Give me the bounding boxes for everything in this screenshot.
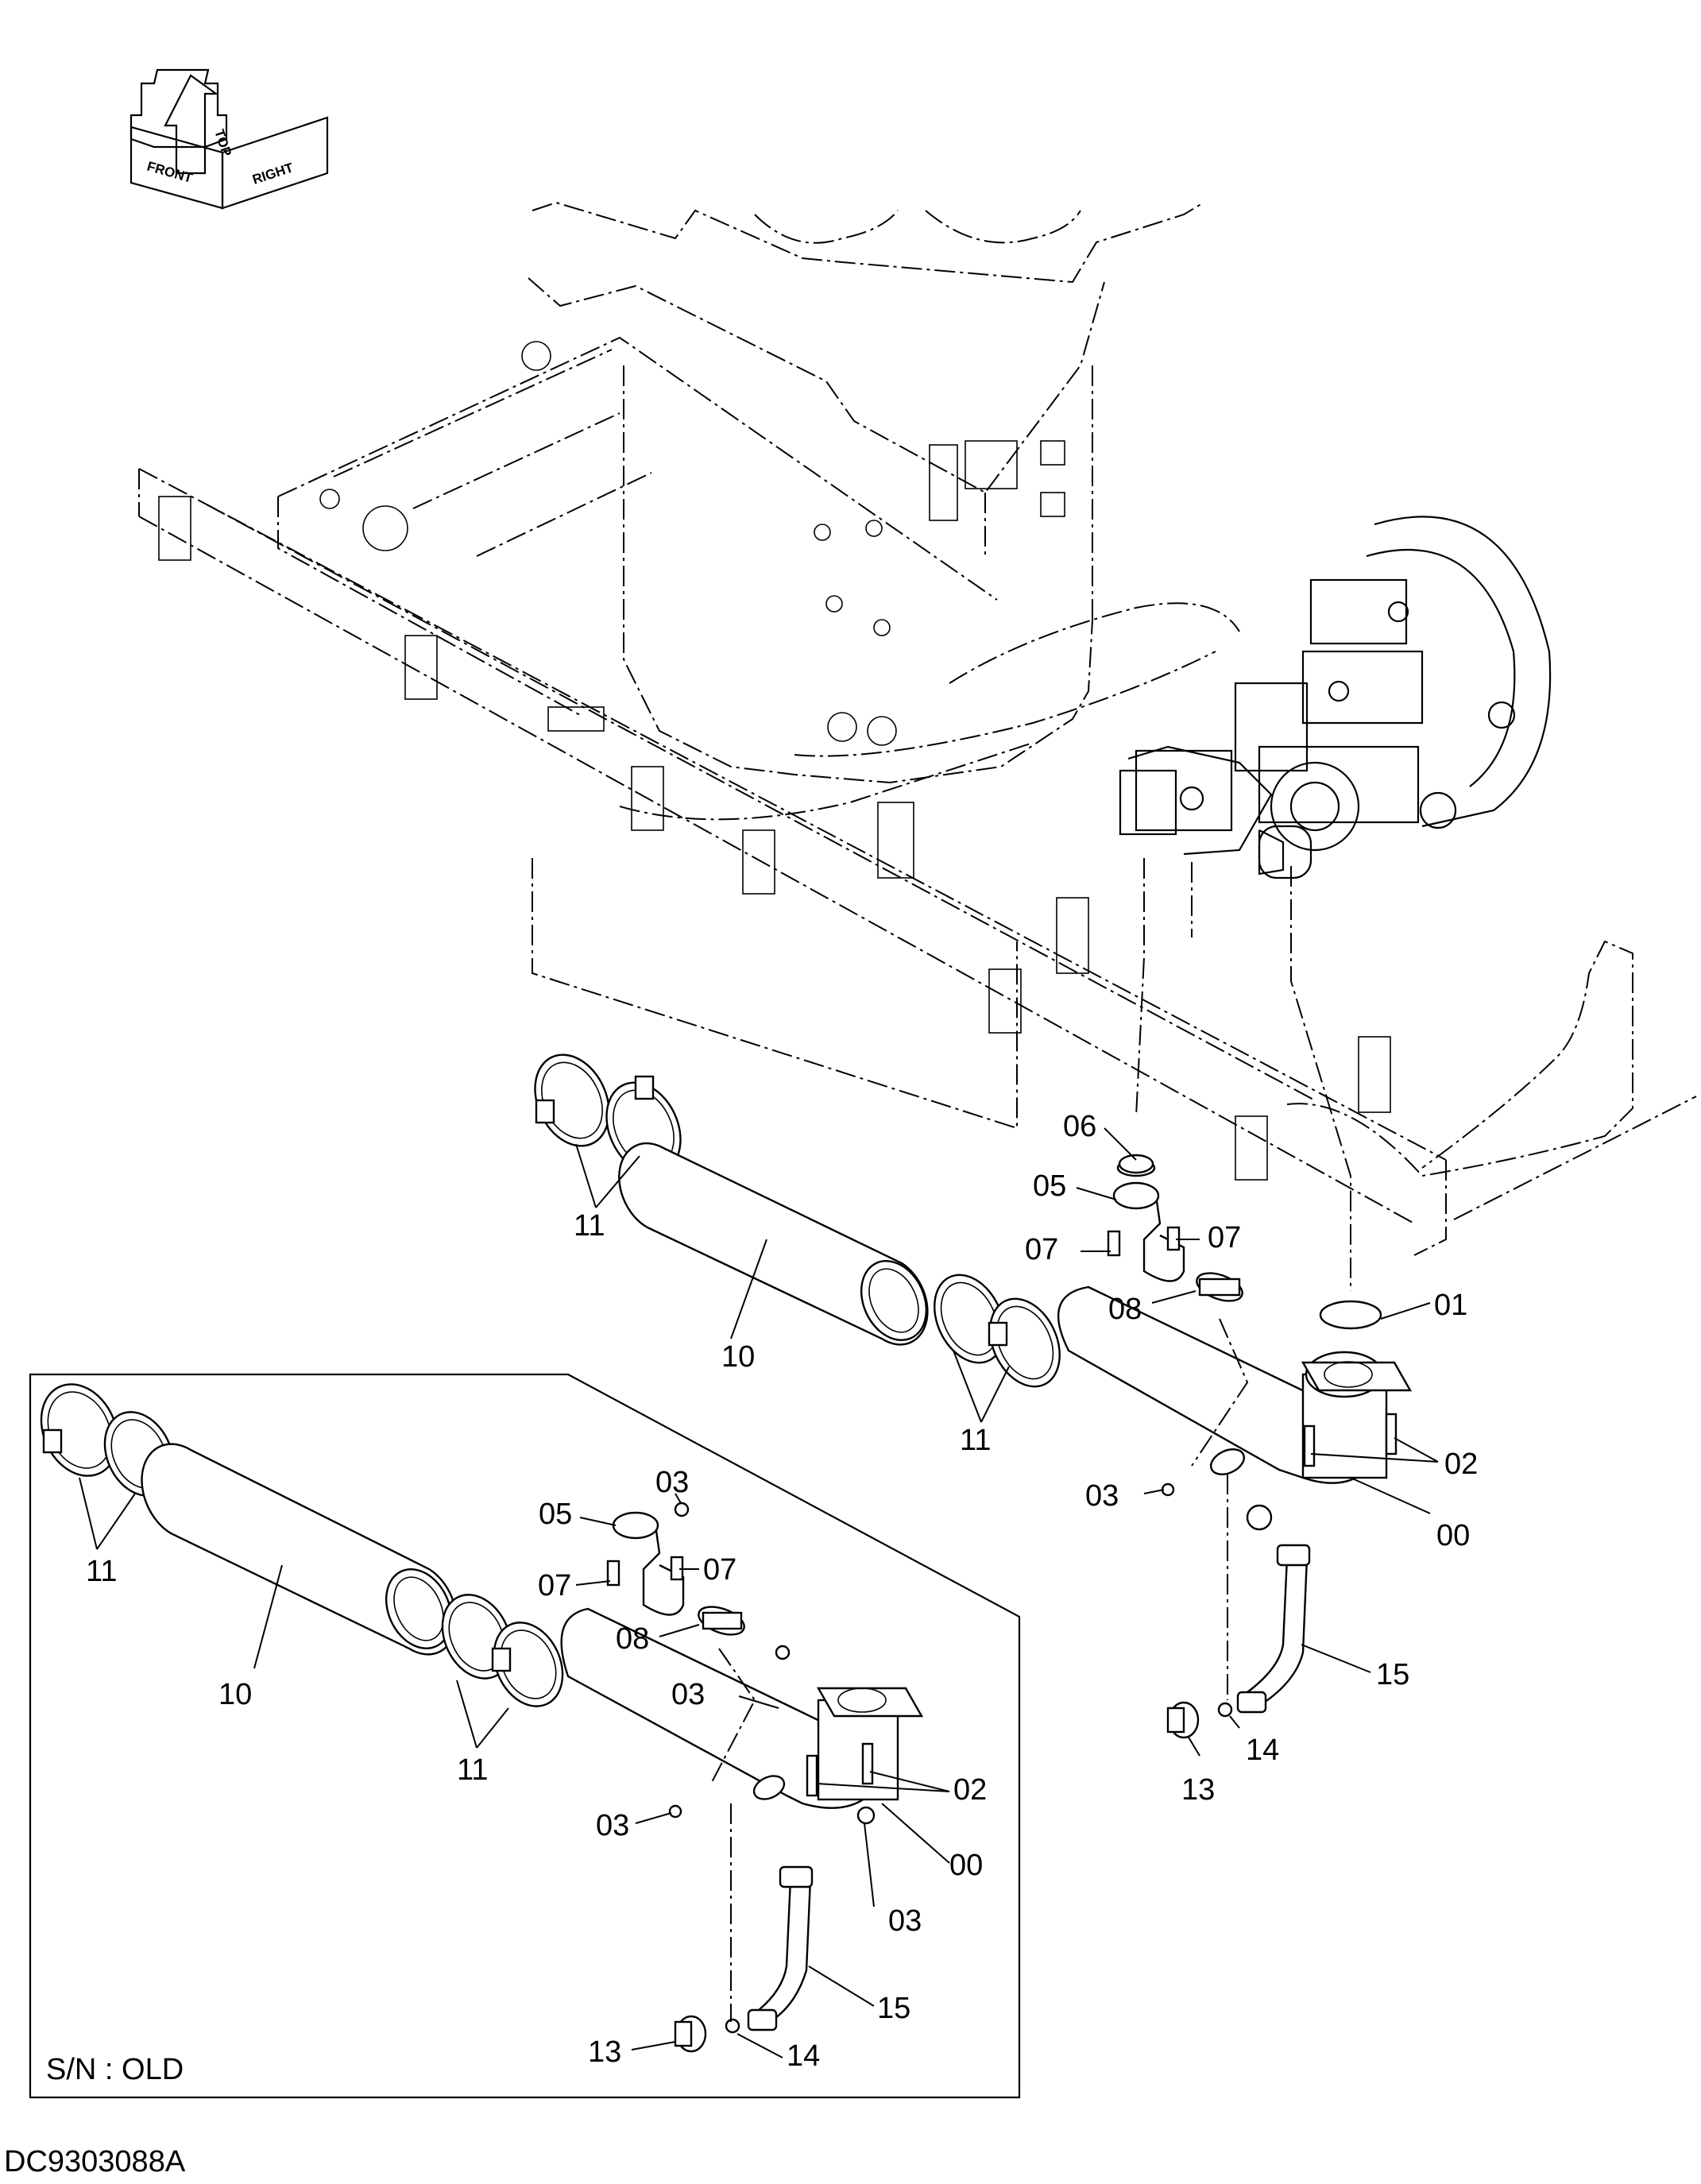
inset-callout-03-top: 03 bbox=[655, 1466, 689, 1499]
inset-callout-07-right: 07 bbox=[703, 1553, 736, 1587]
inset-callout-15: 15 bbox=[877, 1992, 910, 2025]
inset-callout-11-lower: 11 bbox=[457, 1753, 488, 1787]
callout-03: 03 bbox=[1085, 1479, 1119, 1513]
main-callouts: 06 05 07 07 08 01 11 10 11 02 03 00 15 1… bbox=[574, 1110, 1478, 1807]
inset-callout-00: 00 bbox=[949, 1849, 983, 1882]
callout-10: 10 bbox=[721, 1340, 755, 1374]
machine-frame bbox=[138, 201, 1697, 1291]
inset-callout-10: 10 bbox=[218, 1678, 252, 1711]
inset-callout-03-bottom: 03 bbox=[888, 1904, 922, 1938]
inset-border bbox=[29, 1373, 1021, 2099]
callout-15: 15 bbox=[1376, 1658, 1409, 1691]
callout-11-lower: 11 bbox=[960, 1424, 991, 1457]
orientation-front-label: FRONT bbox=[145, 159, 195, 187]
inset-callout-13: 13 bbox=[588, 2035, 621, 2069]
callout-05: 05 bbox=[1033, 1169, 1066, 1203]
inset-callout-03-mid: 03 bbox=[671, 1678, 705, 1711]
callout-07-right: 07 bbox=[1208, 1221, 1241, 1254]
callout-08: 08 bbox=[1108, 1293, 1142, 1326]
main-leader-lines bbox=[575, 1127, 1439, 1757]
inset-callout-03-low: 03 bbox=[596, 1809, 629, 1842]
callout-11-upper: 11 bbox=[574, 1209, 605, 1243]
orientation-right-label: RIGHT bbox=[250, 160, 296, 187]
callout-01: 01 bbox=[1434, 1289, 1467, 1322]
inset-callout-14: 14 bbox=[787, 2039, 820, 2073]
inset-callout-05: 05 bbox=[539, 1498, 572, 1531]
inset-callout-02: 02 bbox=[953, 1773, 987, 1807]
drawing-number: DC9303088A bbox=[4, 2145, 186, 2178]
hydraulic-pump bbox=[1119, 516, 1552, 879]
callout-14: 14 bbox=[1246, 1734, 1279, 1767]
inset-callout-11-upper: 11 bbox=[86, 1555, 117, 1588]
callout-13: 13 bbox=[1181, 1773, 1215, 1807]
callout-07-left: 07 bbox=[1025, 1233, 1058, 1266]
inset-caption: S/N : OLD bbox=[46, 2053, 184, 2086]
callout-02: 02 bbox=[1444, 1448, 1478, 1481]
callout-00: 00 bbox=[1436, 1519, 1470, 1552]
inset-callout-08: 08 bbox=[616, 1622, 649, 1656]
orientation-symbol: TOP FRONT RIGHT bbox=[130, 68, 329, 210]
inset-old-serial: 11 10 11 03 05 07 07 08 03 02 03 00 03 1… bbox=[29, 1373, 1021, 2099]
main-view-parts bbox=[534, 1053, 1413, 1739]
inset-callout-07-left: 07 bbox=[538, 1569, 571, 1602]
callout-06: 06 bbox=[1063, 1110, 1096, 1143]
